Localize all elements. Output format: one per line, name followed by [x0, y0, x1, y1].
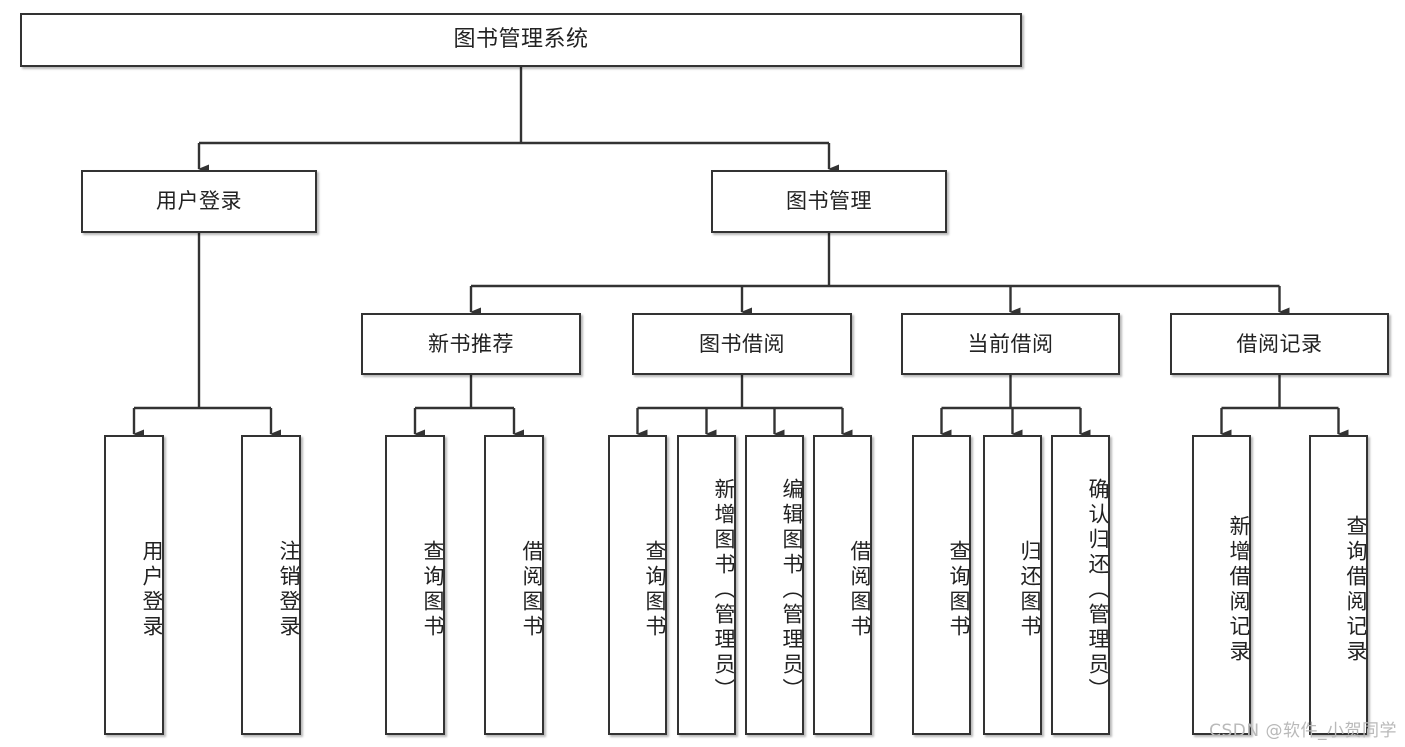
node-label: 新书推荐	[428, 331, 514, 356]
node-label: 用户登录	[140, 540, 164, 640]
node-label: 当前借阅	[967, 331, 1054, 356]
node-leaf-recommend-query-book[interactable]: 查询图书	[385, 435, 445, 735]
node-leaf-borrow-borrow-book[interactable]: 借阅图书	[813, 435, 872, 735]
node-current-borrow[interactable]: 当前借阅	[901, 313, 1120, 375]
node-label: 借阅图书	[520, 540, 544, 640]
node-book-borrow[interactable]: 图书借阅	[632, 313, 852, 375]
node-leaf-borrow-add-book[interactable]: 新增图书（管理员）	[677, 435, 736, 735]
node-label: 确认归还（管理员）	[1086, 477, 1110, 703]
node-leaf-current-confirm-return[interactable]: 确认归还（管理员）	[1051, 435, 1110, 735]
node-leaf-current-query-book[interactable]: 查询图书	[912, 435, 971, 735]
node-leaf-current-return-book[interactable]: 归还图书	[983, 435, 1042, 735]
node-label: 查询借阅记录	[1344, 515, 1368, 665]
node-borrow-record[interactable]: 借阅记录	[1170, 313, 1389, 375]
node-leaf-borrow-edit-book[interactable]: 编辑图书（管理员）	[745, 435, 804, 735]
node-label: 注销登录	[277, 540, 301, 640]
node-label: 图书管理系统	[453, 27, 589, 53]
node-leaf-user-logout[interactable]: 注销登录	[241, 435, 301, 735]
node-leaf-borrow-query-book[interactable]: 查询图书	[608, 435, 667, 735]
node-label: 查询图书	[421, 540, 445, 640]
node-label: 图书借阅	[699, 331, 785, 356]
node-label: 查询图书	[947, 540, 971, 640]
node-label: 借阅图书	[848, 540, 872, 640]
node-label: 新增借阅记录	[1227, 515, 1251, 665]
node-book-manage[interactable]: 图书管理	[711, 170, 947, 233]
node-label: 编辑图书（管理员）	[780, 477, 804, 703]
node-root[interactable]: 图书管理系统	[20, 13, 1022, 67]
node-leaf-record-add[interactable]: 新增借阅记录	[1192, 435, 1251, 735]
node-label: 借阅记录	[1236, 331, 1323, 356]
node-user-login[interactable]: 用户登录	[81, 170, 317, 233]
node-leaf-recommend-borrow-book[interactable]: 借阅图书	[484, 435, 544, 735]
node-new-book-recommend[interactable]: 新书推荐	[361, 313, 581, 375]
node-label: 新增图书（管理员）	[712, 477, 736, 703]
node-leaf-user-login[interactable]: 用户登录	[104, 435, 164, 735]
node-label: 查询图书	[643, 540, 667, 640]
node-leaf-record-query[interactable]: 查询借阅记录	[1309, 435, 1368, 735]
node-label: 归还图书	[1018, 540, 1042, 640]
node-label: 用户登录	[156, 189, 242, 214]
node-label: 图书管理	[786, 189, 872, 214]
